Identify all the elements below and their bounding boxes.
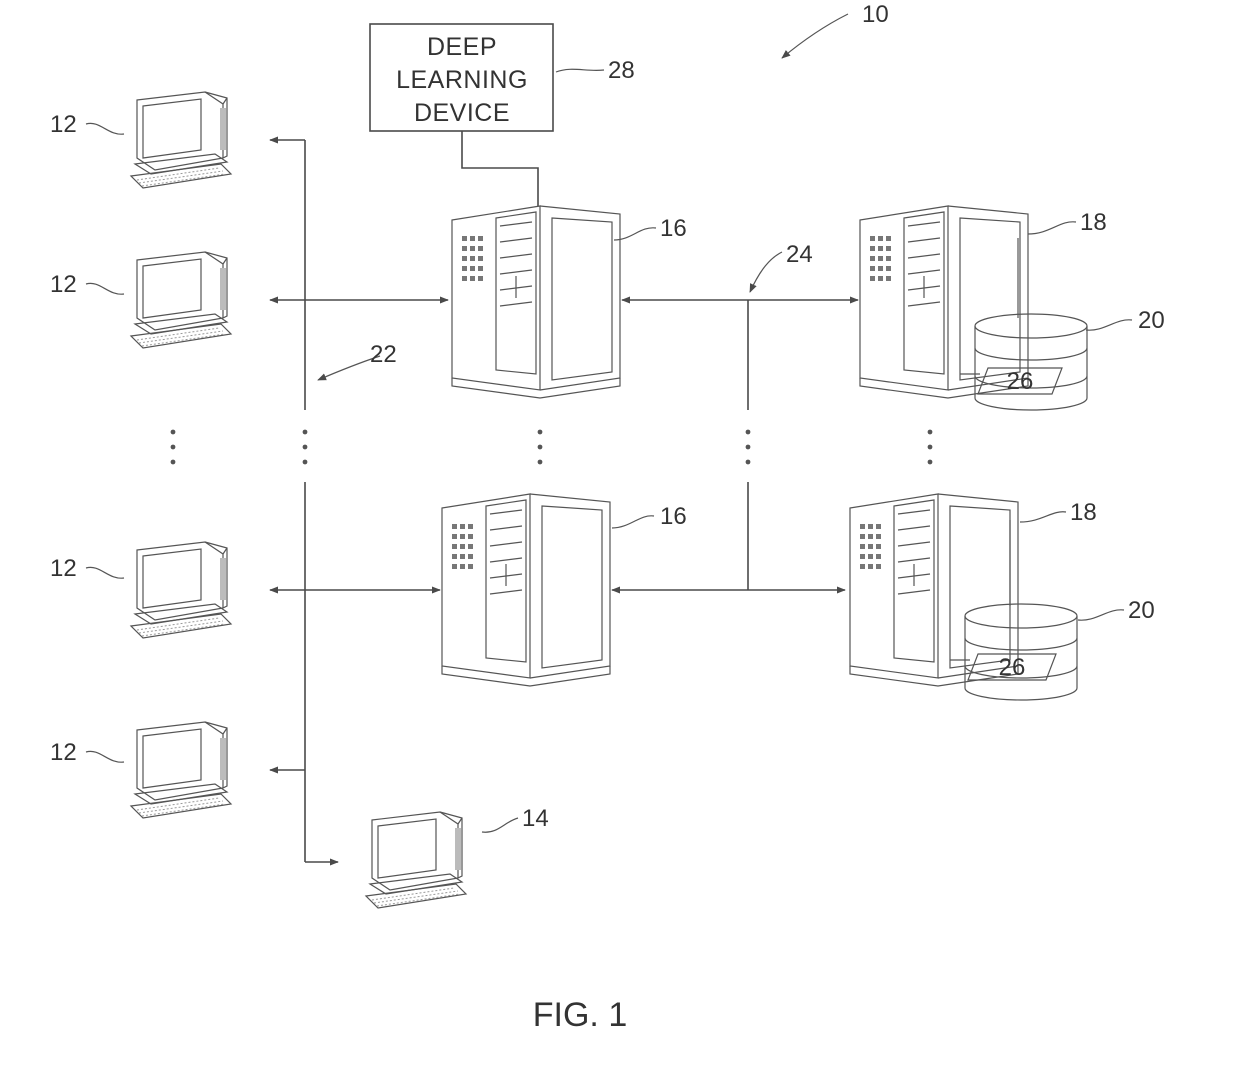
ref-network-a: 22 (370, 341, 397, 368)
ref-data-record: 26 (1007, 368, 1034, 395)
ref-deep-learning-device: 28 (608, 57, 635, 84)
client-computer (131, 722, 231, 818)
reference-numerals: 10 28 12 12 12 12 14 16 16 18 18 20 20 2… (50, 1, 1165, 832)
ref-admin-client: 14 (522, 805, 549, 832)
data-server (860, 206, 1028, 398)
application-server (442, 494, 610, 686)
ref-database: 20 (1138, 307, 1165, 334)
network-22-lines (270, 140, 448, 862)
deep-learning-device-line-2: LEARNING (396, 66, 528, 94)
ref-app-server: 16 (660, 215, 687, 242)
ref-client: 12 (50, 271, 77, 298)
ref-network-b: 24 (786, 241, 813, 268)
database: 26 (965, 604, 1077, 700)
ref-data-record: 26 (999, 654, 1026, 681)
figure-caption: FIG. 1 (533, 996, 627, 1034)
client-computer (131, 92, 231, 188)
client-computer (131, 542, 231, 638)
client-computer (131, 252, 231, 348)
ref-app-server: 16 (660, 503, 687, 530)
ref-client: 12 (50, 739, 77, 766)
database: 26 (975, 314, 1087, 410)
ref-data-server: 18 (1080, 209, 1107, 236)
admin-computer (366, 812, 466, 908)
ref-client: 12 (50, 111, 77, 138)
data-server (850, 494, 1018, 686)
deep-learning-device-line-3: DEVICE (414, 99, 510, 127)
ref-system: 10 (862, 1, 889, 28)
ref-database: 20 (1128, 597, 1155, 624)
application-server (452, 206, 620, 398)
deep-learning-device: DEEP LEARNING DEVICE (370, 24, 553, 206)
ref-client: 12 (50, 555, 77, 582)
reference-leaders (86, 14, 1132, 832)
ellipsis-dots (171, 430, 933, 465)
deep-learning-device-line-1: DEEP (427, 33, 497, 61)
ref-data-server: 18 (1070, 499, 1097, 526)
network-24-lines (612, 300, 858, 590)
